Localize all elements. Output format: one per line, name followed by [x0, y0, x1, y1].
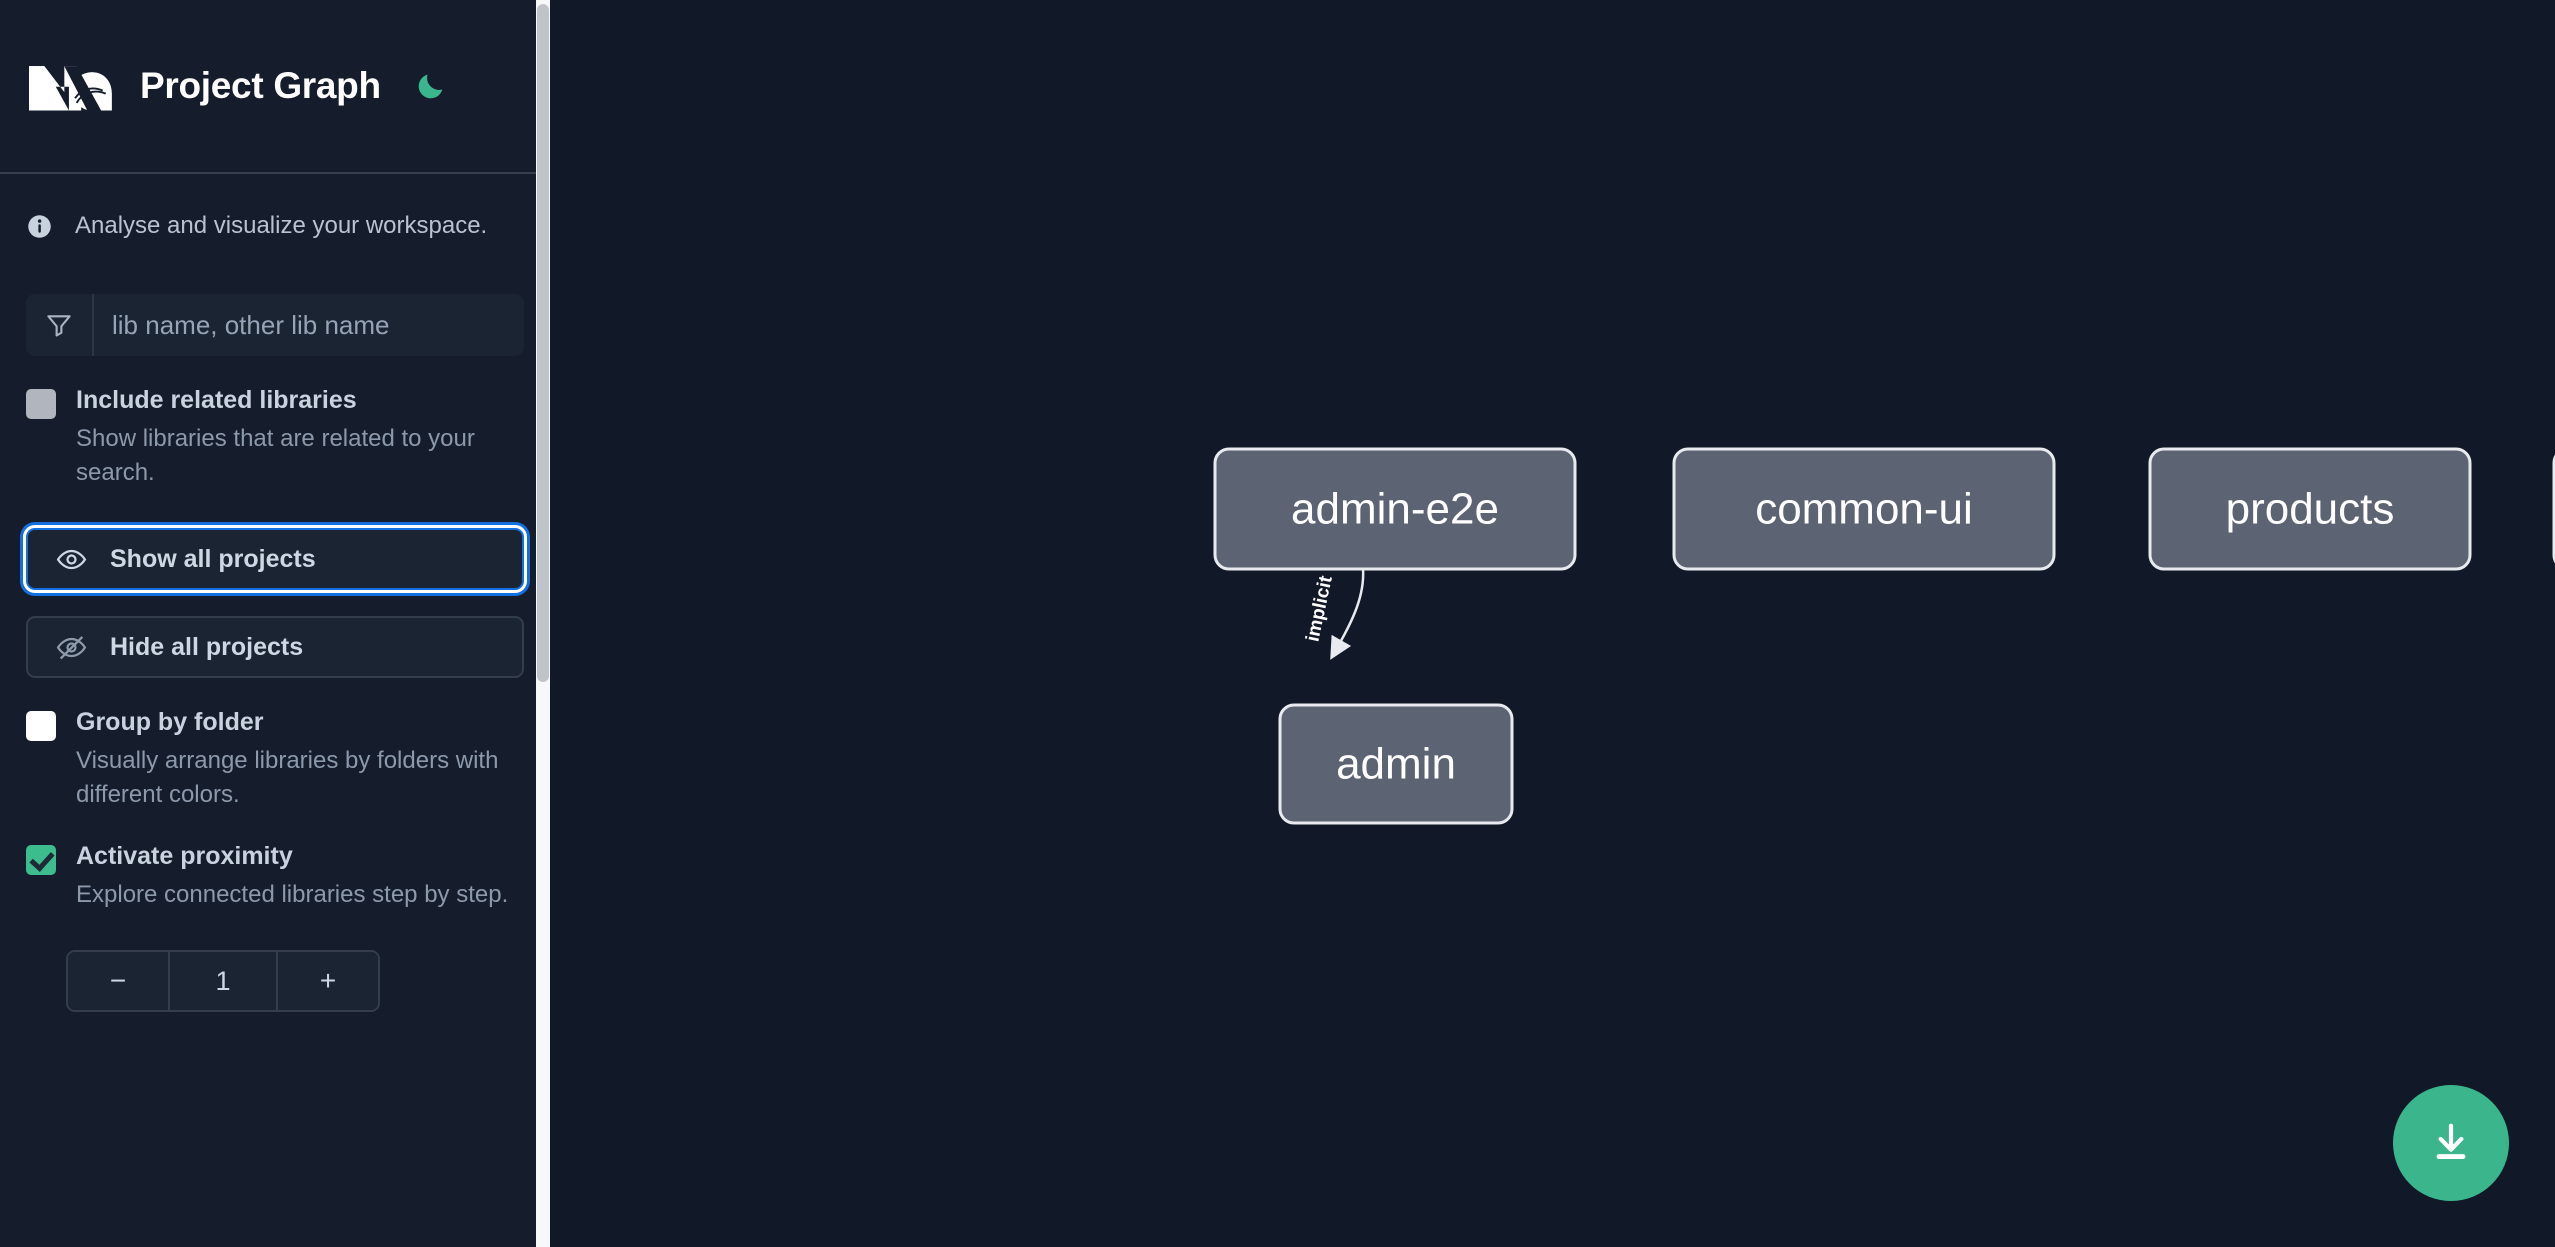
stepper-decrement-button[interactable]: − — [68, 952, 168, 1011]
workspace-tagline: Analyse and visualize your workspace. — [0, 174, 550, 278]
eye-off-icon — [54, 630, 88, 664]
sidebar-scrollbar-thumb[interactable] — [537, 4, 549, 682]
stepper-value: 1 — [170, 952, 276, 1011]
node-label: common-ui — [1755, 485, 1973, 534]
page-title: Project Graph — [140, 65, 381, 106]
option-title: Group by folder — [76, 708, 264, 737]
stepper-divider-right — [276, 952, 278, 1011]
graph-nodes: admin-e2e common-ui products store-e2e a… — [1213, 447, 2555, 825]
info-icon — [26, 213, 53, 240]
checkbox-activate-proximity[interactable] — [26, 845, 56, 876]
option-title: Include related libraries — [76, 386, 357, 414]
nx-logo — [26, 55, 118, 117]
sidebar-content: Project Graph Analyse and visualize yo — [0, 0, 550, 1013]
proximity-stepper-row: − 1 + — [0, 950, 550, 1013]
proximity-stepper[interactable]: − 1 + — [66, 950, 380, 1013]
stepper-increment-button[interactable]: + — [278, 952, 378, 1011]
sidebar-scrollbar-track[interactable] — [536, 0, 550, 1247]
graph-node-products[interactable]: products — [2148, 447, 2472, 571]
option-description: Explore connected libraries step by step… — [76, 881, 509, 909]
edge-label: implicit — [1302, 573, 1337, 643]
hide-all-projects-button[interactable]: Hide all projects — [26, 616, 524, 679]
download-graph-button[interactable] — [2393, 1085, 2509, 1201]
option-description: Show libraries that are related to your … — [76, 425, 475, 487]
graph-edges: implicit implicit — [1302, 568, 1365, 660]
moon-icon[interactable] — [411, 66, 451, 106]
option-description: Visually arrange libraries by folders wi… — [76, 747, 499, 809]
tagline-text: Analyse and visualize your workspace. — [75, 212, 488, 239]
stepper-divider-left — [168, 952, 170, 1011]
eye-icon — [54, 542, 88, 576]
option-group-by-folder[interactable]: Group by folder Visually arrange librari… — [0, 706, 550, 812]
option-title: Activate proximity — [76, 842, 293, 871]
sidebar-header: Project Graph — [0, 0, 550, 174]
filter-search-box[interactable] — [26, 294, 524, 356]
graph-node-admin-e2e[interactable]: admin-e2e — [1213, 447, 1577, 571]
graph-node-common-ui[interactable]: common-ui — [1672, 447, 2056, 571]
hide-all-projects-label: Hide all projects — [110, 632, 304, 661]
funnel-icon — [26, 294, 94, 356]
node-label: admin — [1336, 740, 1456, 789]
project-visibility-buttons: Show all projects Hide all projects — [0, 528, 550, 679]
search-input[interactable] — [94, 294, 524, 356]
graph-canvas[interactable]: implicit implicit admin-e2e common-ui — [550, 0, 2555, 1247]
checkbox-group-by-folder[interactable] — [26, 711, 56, 742]
node-label: products — [2226, 485, 2395, 534]
show-all-projects-label: Show all projects — [110, 544, 316, 573]
option-include-related-libraries[interactable]: Include related libraries Show libraries… — [0, 384, 550, 490]
project-graph-svg[interactable]: implicit implicit admin-e2e common-ui — [550, 0, 2555, 1247]
show-all-projects-button[interactable]: Show all projects — [26, 528, 524, 591]
checkbox-include-related-libraries[interactable] — [26, 389, 56, 419]
edge-admin-e2e-to-admin[interactable]: implicit — [1302, 568, 1365, 660]
option-activate-proximity[interactable]: Activate proximity Explore connected lib… — [0, 840, 550, 912]
download-icon — [2428, 1119, 2474, 1168]
sidebar: Project Graph Analyse and visualize yo — [0, 0, 550, 1247]
graph-node-admin[interactable]: admin — [1278, 703, 1514, 825]
node-label: admin-e2e — [1291, 485, 1499, 534]
